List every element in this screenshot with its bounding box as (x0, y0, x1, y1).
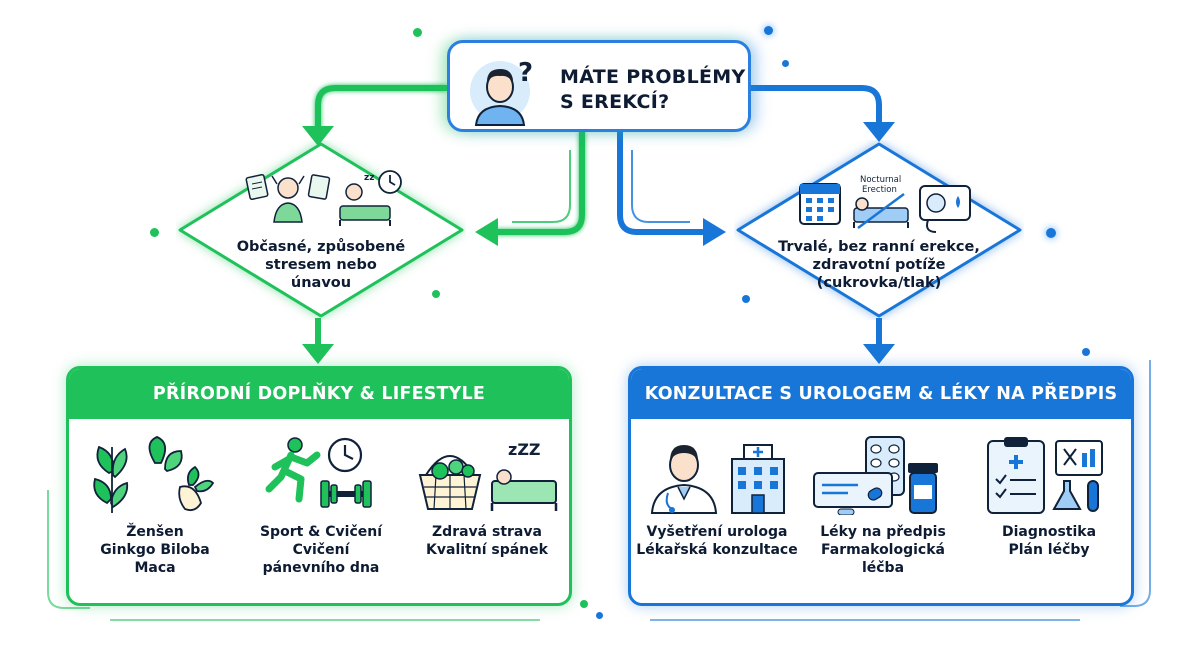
option-line: Ginkgo Biloba (100, 542, 210, 558)
decor-dot (413, 28, 422, 37)
option-urologist: Vyšetření urologa Lékařská konzultace (633, 433, 801, 559)
icon-label: Erection (862, 185, 897, 195)
decor-dot (596, 612, 603, 619)
condition-text-left: Občasné, způsobené stresem nebo únavou (221, 238, 421, 292)
exercise-icon (265, 437, 372, 508)
option-prescription: Léky na předpis Farmakologická léčba (799, 433, 967, 577)
option-line: Plán léčby (1008, 542, 1090, 558)
panel-title-right: KONZULTACE S UROLOGEM & LÉKY NA PŘEDPIS (631, 369, 1131, 419)
arrow-top-to-left-diamond-side (475, 132, 585, 246)
condition-text-right: Trvalé, bez ranní erekce, zdravotní potí… (769, 238, 989, 292)
arrow-top-to-right-diamond-side (617, 132, 726, 246)
svg-text:zZZ: zZZ (508, 440, 541, 459)
person-question-icon: ? (470, 58, 533, 126)
option-food-sleep: zZZ Zdravá strava Kvalitní spánek (403, 433, 569, 559)
question-box: ? MÁTE PROBLÉMY S EREKCÍ? (447, 40, 751, 132)
arrow-left-diamond-to-panel (302, 318, 334, 364)
option-line: Maca (134, 560, 176, 576)
stress-fatigue-icon: zz (245, 170, 402, 226)
decor-dot (580, 600, 588, 608)
decor-dot (432, 290, 440, 298)
option-exercise: Sport & Cvičení Cvičení pánevního dna (237, 433, 405, 577)
panel-title-left: PŘÍRODNÍ DOPLŇKY & LIFESTYLE (69, 369, 569, 419)
condition-line: Trvalé, bez ranní erekce, (778, 239, 980, 255)
decor-line-left (47, 490, 90, 609)
herbs-icon (93, 436, 215, 513)
decor-dot (782, 60, 789, 67)
decor-dot (742, 295, 750, 303)
option-text: Zdravá strava Kvalitní spánek (403, 523, 569, 559)
urologist-prescription-panel: KONZULTACE S UROLOGEM & LÉKY NA PŘEDPIS … (628, 366, 1134, 606)
option-line: Kvalitní spánek (426, 542, 548, 558)
question-line: S EREKCÍ? (560, 91, 670, 113)
option-line: pánevního dna (262, 560, 380, 576)
arrow-top-to-left-diamond (302, 85, 447, 146)
option-line: Léky na předpis (820, 524, 946, 540)
decor-dot (764, 26, 773, 35)
doctor-hospital-icon (650, 444, 785, 514)
question-line: MÁTE PROBLÉMY (560, 66, 746, 88)
option-line: Sport & Cvičení (259, 524, 383, 540)
arrow-right-diamond-to-panel (863, 318, 895, 364)
persistent-health-icon: Nocturnal Erection (799, 175, 971, 233)
question-title: MÁTE PROBLÉMY S EREKCÍ? (560, 65, 750, 115)
option-text: Sport & Cvičení Cvičení pánevního dna (237, 523, 405, 577)
food-sleep-icon: zZZ (418, 440, 558, 511)
option-line: Vyšetření urologa (646, 524, 788, 540)
decor-dot (1082, 348, 1090, 356)
option-line: Cvičení (292, 542, 350, 558)
icon-label: Nocturnal (860, 175, 901, 185)
option-line: léčba (861, 560, 905, 576)
option-text: Ženšen Ginkgo Biloba Maca (71, 523, 239, 577)
medication-icon (813, 436, 938, 515)
option-diagnostics: Diagnostika Plán léčby (965, 433, 1131, 559)
condition-line: (cukrovka/tlak) (816, 275, 942, 291)
decor-dot (1046, 228, 1056, 238)
decor-dot (150, 228, 159, 237)
option-text: Vyšetření urologa Lékařská konzultace (633, 523, 801, 559)
option-line: Farmakologická (821, 542, 945, 558)
option-herbs: Ženšen Ginkgo Biloba Maca (71, 433, 239, 577)
option-text: Diagnostika Plán léčby (965, 523, 1131, 559)
svg-text:?: ? (518, 58, 533, 88)
condition-line: stresem nebo (265, 257, 377, 273)
option-line: Diagnostika (1001, 524, 1097, 540)
condition-line: únavou (290, 275, 352, 291)
option-text: Léky na předpis Farmakologická léčba (799, 523, 967, 577)
condition-line: zdravotní potíže (812, 257, 946, 273)
option-line: Zdravá strava (432, 524, 542, 540)
svg-text:zz: zz (364, 173, 374, 183)
decor-line-right (1120, 360, 1151, 607)
diagnostics-icon (987, 437, 1103, 514)
natural-lifestyle-panel: PŘÍRODNÍ DOPLŇKY & LIFESTYLE Ženšen Gink… (66, 366, 572, 606)
option-line: Ženšen (126, 524, 184, 540)
arrow-top-to-right-diamond (751, 85, 895, 142)
option-line: Lékařská konzultace (636, 542, 798, 558)
condition-line: Občasné, způsobené (236, 239, 406, 255)
